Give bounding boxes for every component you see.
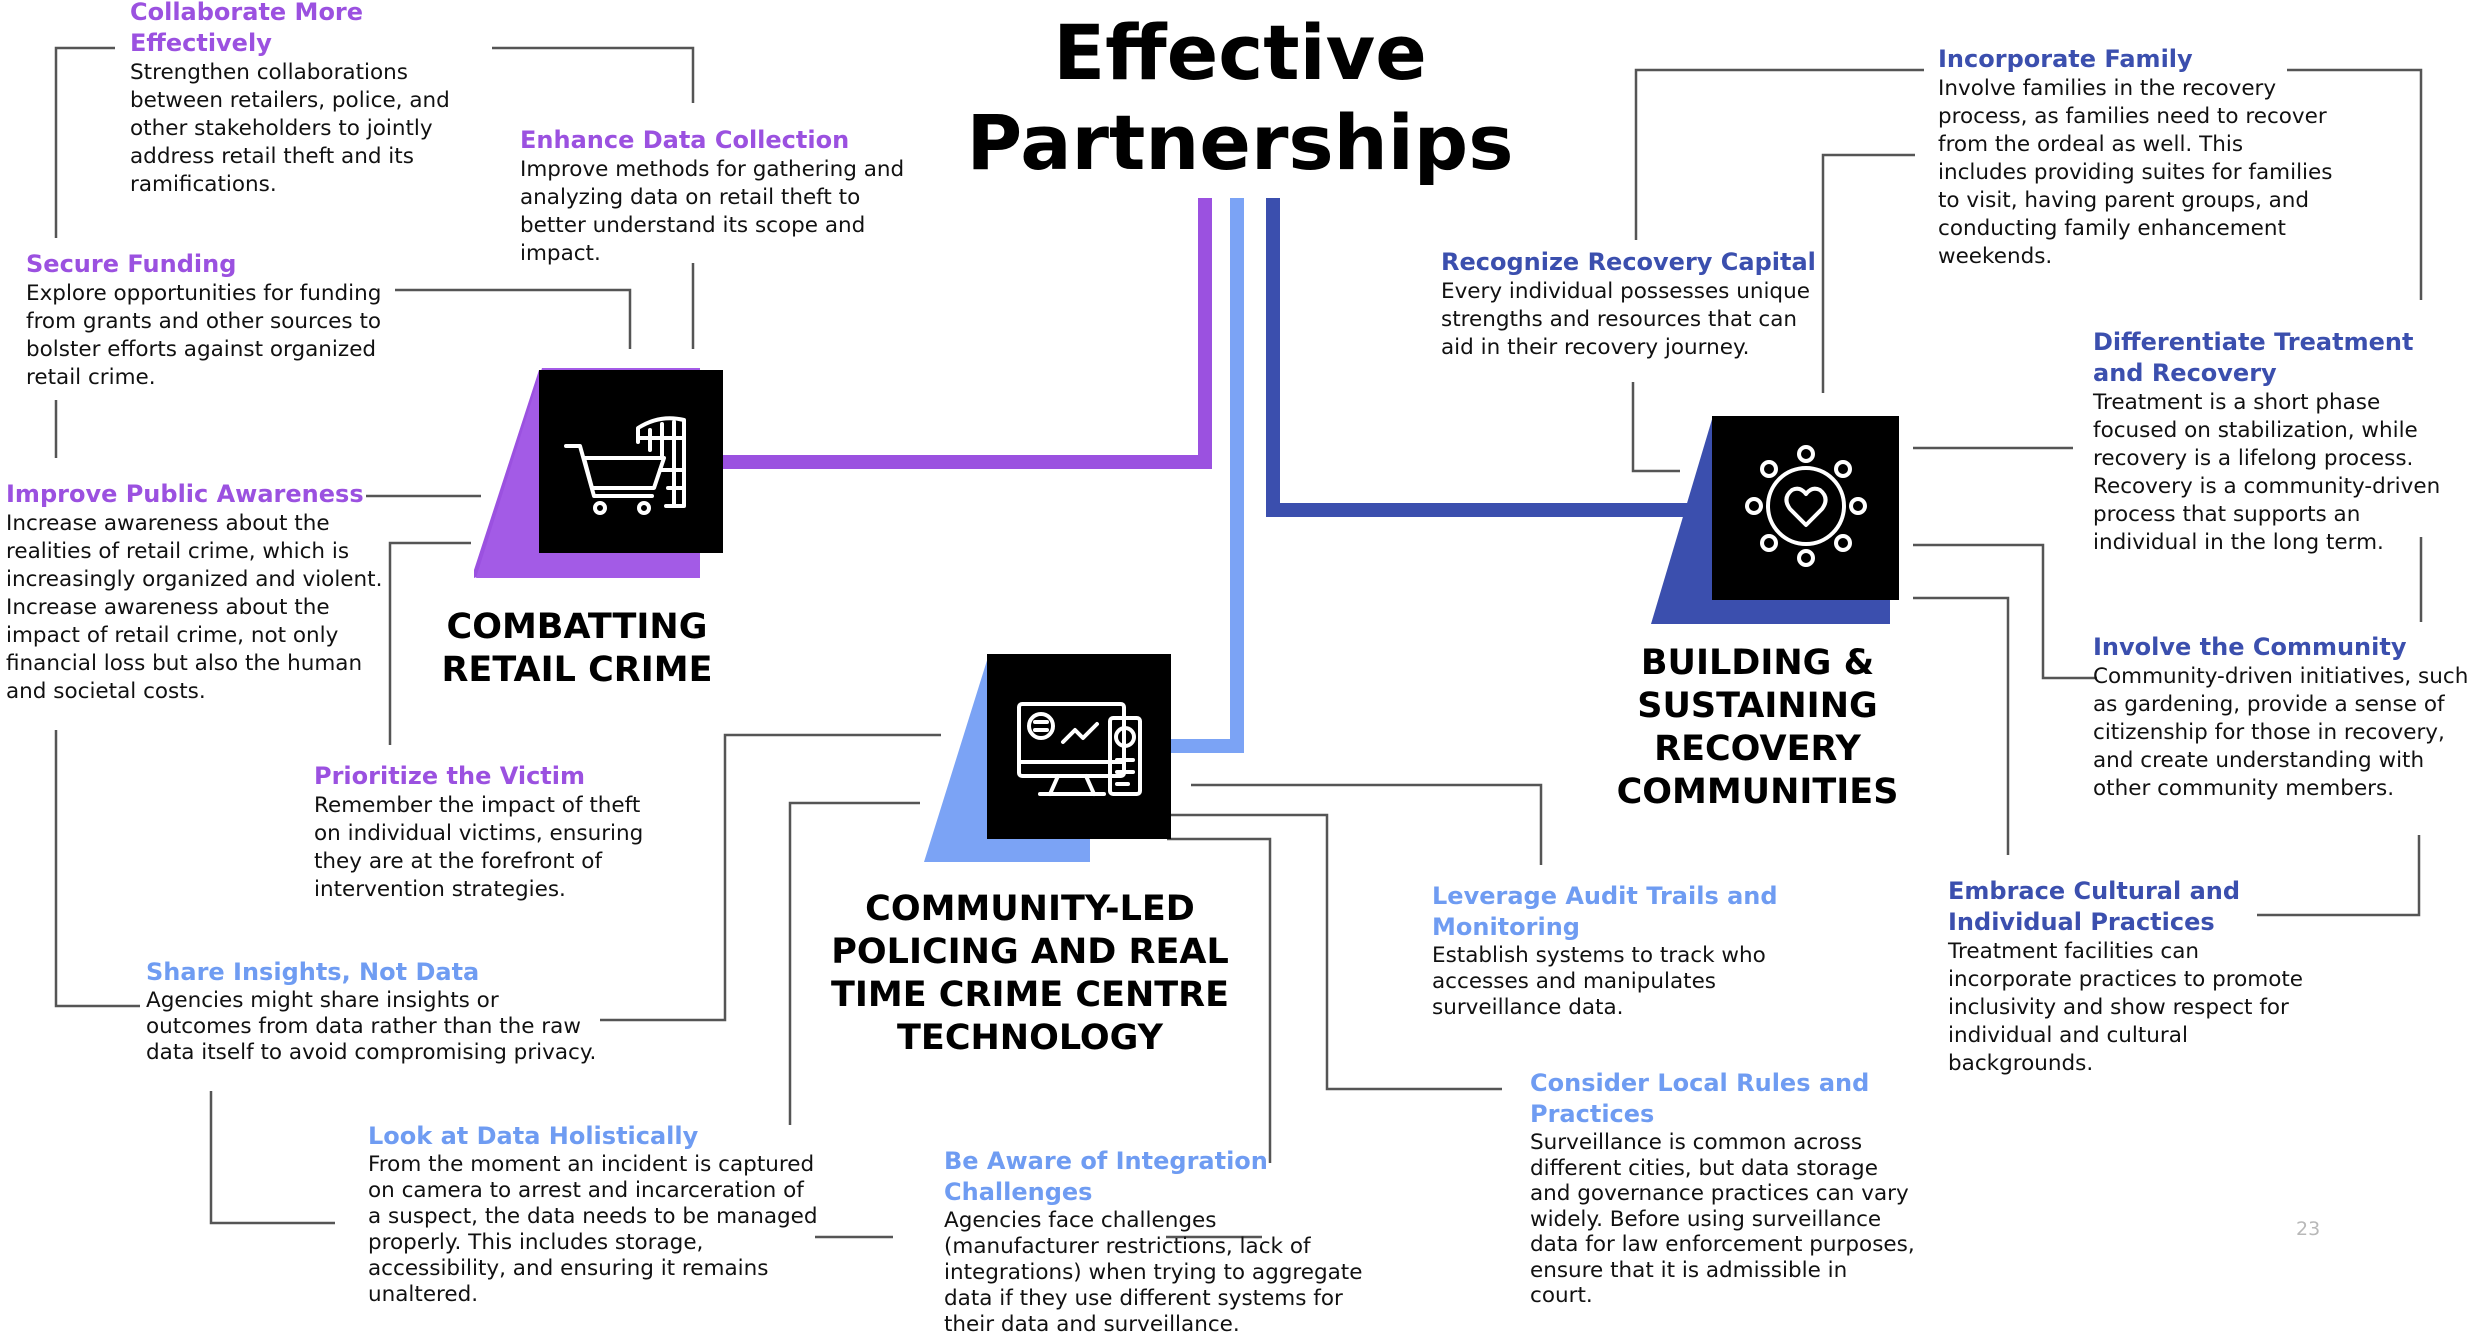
item-body: Explore opportunities for funding from g… <box>26 281 382 390</box>
recovery-item-involve-community: Involve the Community Community-driven i… <box>2093 632 2469 803</box>
page-number: 23 <box>2296 1218 2321 1240</box>
policing-hub <box>924 654 1171 862</box>
recovery-item-treatment-vs-recovery: Differentiate Treatment and Recovery Tre… <box>2093 327 2469 557</box>
item-body: Surveillance is common across different … <box>1530 1130 1915 1308</box>
item-title: Improve Public Awareness <box>6 480 364 508</box>
item-title: Prioritize the Victim <box>314 762 586 790</box>
policing-item-audit-trails: Leverage Audit Trails and Monitoring Est… <box>1432 881 1822 1021</box>
item-title: Consider Local Rules and Practices <box>1530 1069 1870 1128</box>
item-body: Increase awareness about the realities o… <box>6 511 383 704</box>
item-body: Agencies face challenges (manufacturer r… <box>944 1208 1363 1337</box>
shopping-cart-building-icon <box>564 416 686 515</box>
item-title: Be Aware of Integration Challenges <box>944 1147 1268 1206</box>
item-title: Enhance Data Collection <box>520 126 850 154</box>
item-body: Remember the impact of theft on individu… <box>314 793 644 902</box>
lightblue-branch-line <box>1170 198 1244 753</box>
item-body: Treatment is a short phase focused on st… <box>2093 390 2441 555</box>
item-body: From the moment an incident is captured … <box>368 1152 818 1307</box>
retail-item-public-awareness: Improve Public Awareness Increase awaren… <box>6 479 391 706</box>
item-title: Recognize Recovery Capital <box>1441 248 1816 276</box>
item-body: Establish systems to track who accesses … <box>1432 943 1766 1020</box>
policing-hub-icon-box <box>987 654 1171 839</box>
item-body: Involve families in the recovery process… <box>1938 76 2333 269</box>
retail-hub <box>474 368 723 578</box>
retail-hub-label: COMBATTING RETAIL CRIME <box>441 607 713 690</box>
computer-dashboard-icon <box>1017 702 1142 796</box>
item-title: Involve the Community <box>2093 633 2407 661</box>
retail-item-prioritize-victim: Prioritize the Victim Remember the impac… <box>314 761 659 904</box>
recovery-hub <box>1651 416 1899 624</box>
policing-hub-label: COMMUNITY-LED POLICING AND REAL TIME CRI… <box>830 889 1230 1058</box>
policing-item-local-rules: Consider Local Rules and Practices Surve… <box>1530 1068 1915 1309</box>
item-body: Community-driven initiatives, such as ga… <box>2093 664 2469 801</box>
navy-branch-line <box>1266 198 1700 517</box>
recovery-item-cultural-practices: Embrace Cultural and Individual Practice… <box>1948 876 2318 1078</box>
main-connectors <box>720 198 1700 753</box>
heart-community-icon <box>1745 445 1867 567</box>
page-title: Effective Partnerships <box>966 8 1514 187</box>
policing-item-integration: Be Aware of Integration Challenges Agenc… <box>944 1146 1374 1338</box>
item-body: Every individual possesses unique streng… <box>1441 279 1810 360</box>
item-title: Share Insights, Not Data <box>146 958 480 986</box>
diagram-canvas <box>54 46 2423 1239</box>
item-title: Collaborate More Effectively <box>130 0 364 57</box>
retail-item-collaborate: Collaborate More Effectively Strengthen … <box>130 0 490 199</box>
recovery-hub-icon-box <box>1712 416 1899 600</box>
item-body: Agencies might share insights or outcome… <box>146 988 597 1065</box>
item-title: Embrace Cultural and Individual Practice… <box>1948 877 2241 936</box>
recovery-hub-label: BUILDING & SUSTAINING RECOVERY COMMUNITI… <box>1616 643 1899 812</box>
policing-item-data-holistically: Look at Data Holistically From the momen… <box>368 1121 823 1308</box>
item-title: Differentiate Treatment and Recovery <box>2093 328 2414 387</box>
policing-item-share-insights: Share Insights, Not Data Agencies might … <box>146 957 601 1066</box>
recovery-item-family: Incorporate Family Involve families in t… <box>1938 44 2338 271</box>
item-title: Secure Funding <box>26 250 237 278</box>
item-body: Strengthen collaborations between retail… <box>130 60 450 197</box>
item-body: Improve methods for gathering and analyz… <box>520 157 905 266</box>
item-title: Incorporate Family <box>1938 45 2193 73</box>
retail-hub-icon-box <box>539 370 723 553</box>
item-body: Treatment facilities can incorporate pra… <box>1948 939 2304 1076</box>
item-connectors <box>54 46 2423 1239</box>
recovery-item-recovery-capital: Recognize Recovery Capital Every individ… <box>1441 247 1821 362</box>
retail-item-funding: Secure Funding Explore opportunities for… <box>26 249 396 392</box>
retail-item-data-collection: Enhance Data Collection Improve methods … <box>520 125 915 268</box>
item-title: Look at Data Holistically <box>368 1122 699 1150</box>
purple-branch-line <box>720 198 1212 469</box>
item-title: Leverage Audit Trails and Monitoring <box>1432 882 1778 941</box>
